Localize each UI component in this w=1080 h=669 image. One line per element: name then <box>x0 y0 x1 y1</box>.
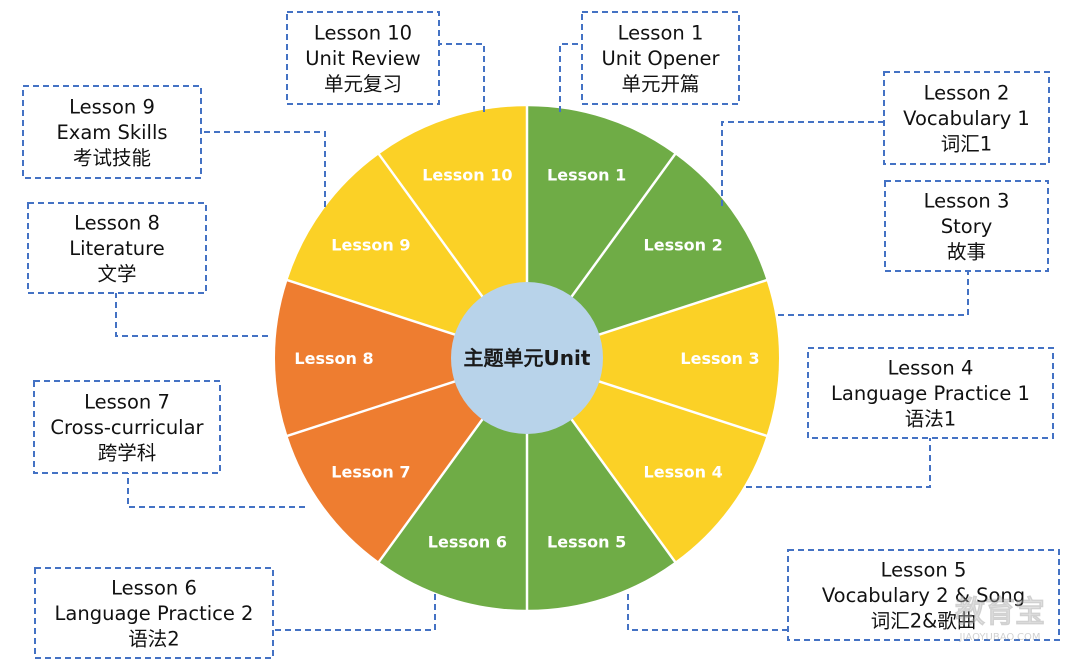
lesson-title-en: Story <box>941 215 993 238</box>
lesson-title-en: Literature <box>69 237 164 260</box>
connector-lesson-3 <box>778 271 969 316</box>
lesson-title-zh: 词汇1 <box>941 133 992 156</box>
wheel-segment-lesson-3 <box>588 281 779 435</box>
wheel-segment-lesson-7 <box>287 378 489 561</box>
lesson-title-en: Exam Skills <box>56 121 167 144</box>
connector-lesson-9 <box>201 131 326 207</box>
wheel-segment-lesson-9 <box>287 155 489 338</box>
lesson-title-zh: 语法2 <box>128 628 179 651</box>
lesson-title-en: Language Practice 2 <box>55 602 254 625</box>
lesson-box-border <box>34 567 274 659</box>
wheel-segments: Lesson 1 Lesson 2 Lesson 3 Lesson 4 Lesson 5… <box>275 106 779 610</box>
lesson-box-border <box>286 11 440 105</box>
lesson-box-border <box>883 71 1050 165</box>
connector-lesson-8 <box>115 293 268 337</box>
segment-label-lesson-9: Lesson 9 <box>331 236 410 255</box>
lesson-box-border <box>33 380 221 474</box>
lesson-title-zh: 故事 <box>947 241 986 264</box>
lesson-title-en: Cross-curricular <box>50 416 204 439</box>
lesson-box-border <box>22 85 202 179</box>
lesson-title-en: Language Practice 1 <box>831 382 1030 405</box>
lesson-title-en: Unit Opener <box>602 47 721 70</box>
segment-label-lesson-3: Lesson 3 <box>680 349 759 368</box>
lesson-number: Lesson 3 <box>924 190 1010 213</box>
lesson-box-border <box>884 180 1049 272</box>
segment-label-lesson-5: Lesson 5 <box>547 533 626 552</box>
connector-lesson-5 <box>627 594 788 631</box>
segment-label-lesson-2: Lesson 2 <box>644 236 723 255</box>
segment-label-lesson-6: Lesson 6 <box>428 533 507 552</box>
wheel-segment-lesson-8 <box>275 281 466 435</box>
lesson-number: Lesson 8 <box>74 212 160 235</box>
lesson-number: Lesson 4 <box>888 357 974 380</box>
connector-lesson-6 <box>273 594 436 631</box>
wheel-segment-lesson-4 <box>565 378 767 561</box>
lesson-title-zh: 文学 <box>97 263 136 286</box>
lesson-title-zh: 语法1 <box>905 408 956 431</box>
connector-lesson-10 <box>439 43 485 112</box>
lesson-number: Lesson 5 <box>881 559 967 582</box>
lesson-title-zh: 单元开篇 <box>621 73 699 96</box>
wheel-segment-lesson-10 <box>379 106 526 306</box>
wheel-segment-lesson-1 <box>528 106 675 306</box>
connector-lesson-7 <box>127 473 305 508</box>
lesson-box-border <box>581 11 740 105</box>
connector-lesson-4 <box>746 438 931 488</box>
connector-lesson-2 <box>721 121 884 206</box>
lesson-title-en: Unit Review <box>305 47 421 70</box>
watermark-logo: 教育宝 JIAOYUBAO.COM <box>955 595 1046 643</box>
lesson-title-zh: 跨学科 <box>98 442 157 465</box>
segment-label-lesson-8: Lesson 8 <box>294 349 373 368</box>
connector-lines <box>115 43 969 631</box>
lesson-number: Lesson 7 <box>84 391 170 414</box>
center-hub <box>451 282 603 434</box>
watermark-text: 教育宝 <box>955 595 1045 630</box>
wheel-segment-lesson-2 <box>565 155 767 338</box>
lesson-title-en: Vocabulary 1 <box>903 107 1030 130</box>
wheel-segment-lesson-5 <box>528 410 675 610</box>
watermark-subtext: JIAOYUBAO.COM <box>959 632 1041 643</box>
lesson-title-zh: 单元复习 <box>324 73 402 96</box>
lesson-number: Lesson 1 <box>618 22 704 45</box>
lesson-number: Lesson 9 <box>69 96 155 119</box>
segment-label-lesson-10: Lesson 10 <box>422 165 512 184</box>
segment-label-lesson-4: Lesson 4 <box>644 462 723 481</box>
segment-label-lesson-7: Lesson 7 <box>331 462 410 481</box>
lesson-title-zh: 考试技能 <box>73 147 151 170</box>
lesson-title-zh: 词汇2&歌曲 <box>871 610 977 633</box>
center-label: 主题单元Unit <box>464 346 591 370</box>
lesson-title-en: Vocabulary 2 & Song <box>822 584 1025 607</box>
lesson-number: Lesson 6 <box>111 577 197 600</box>
wheel-segment-lesson-6 <box>379 410 526 610</box>
lesson-box-border <box>787 549 1060 641</box>
segment-label-lesson-1: Lesson 1 <box>547 165 626 184</box>
connector-lesson-1 <box>559 43 582 112</box>
lesson-box-border <box>807 347 1054 439</box>
lesson-number: Lesson 2 <box>924 82 1010 105</box>
lesson-number: Lesson 10 <box>314 22 412 45</box>
lesson-box-border <box>27 202 207 294</box>
